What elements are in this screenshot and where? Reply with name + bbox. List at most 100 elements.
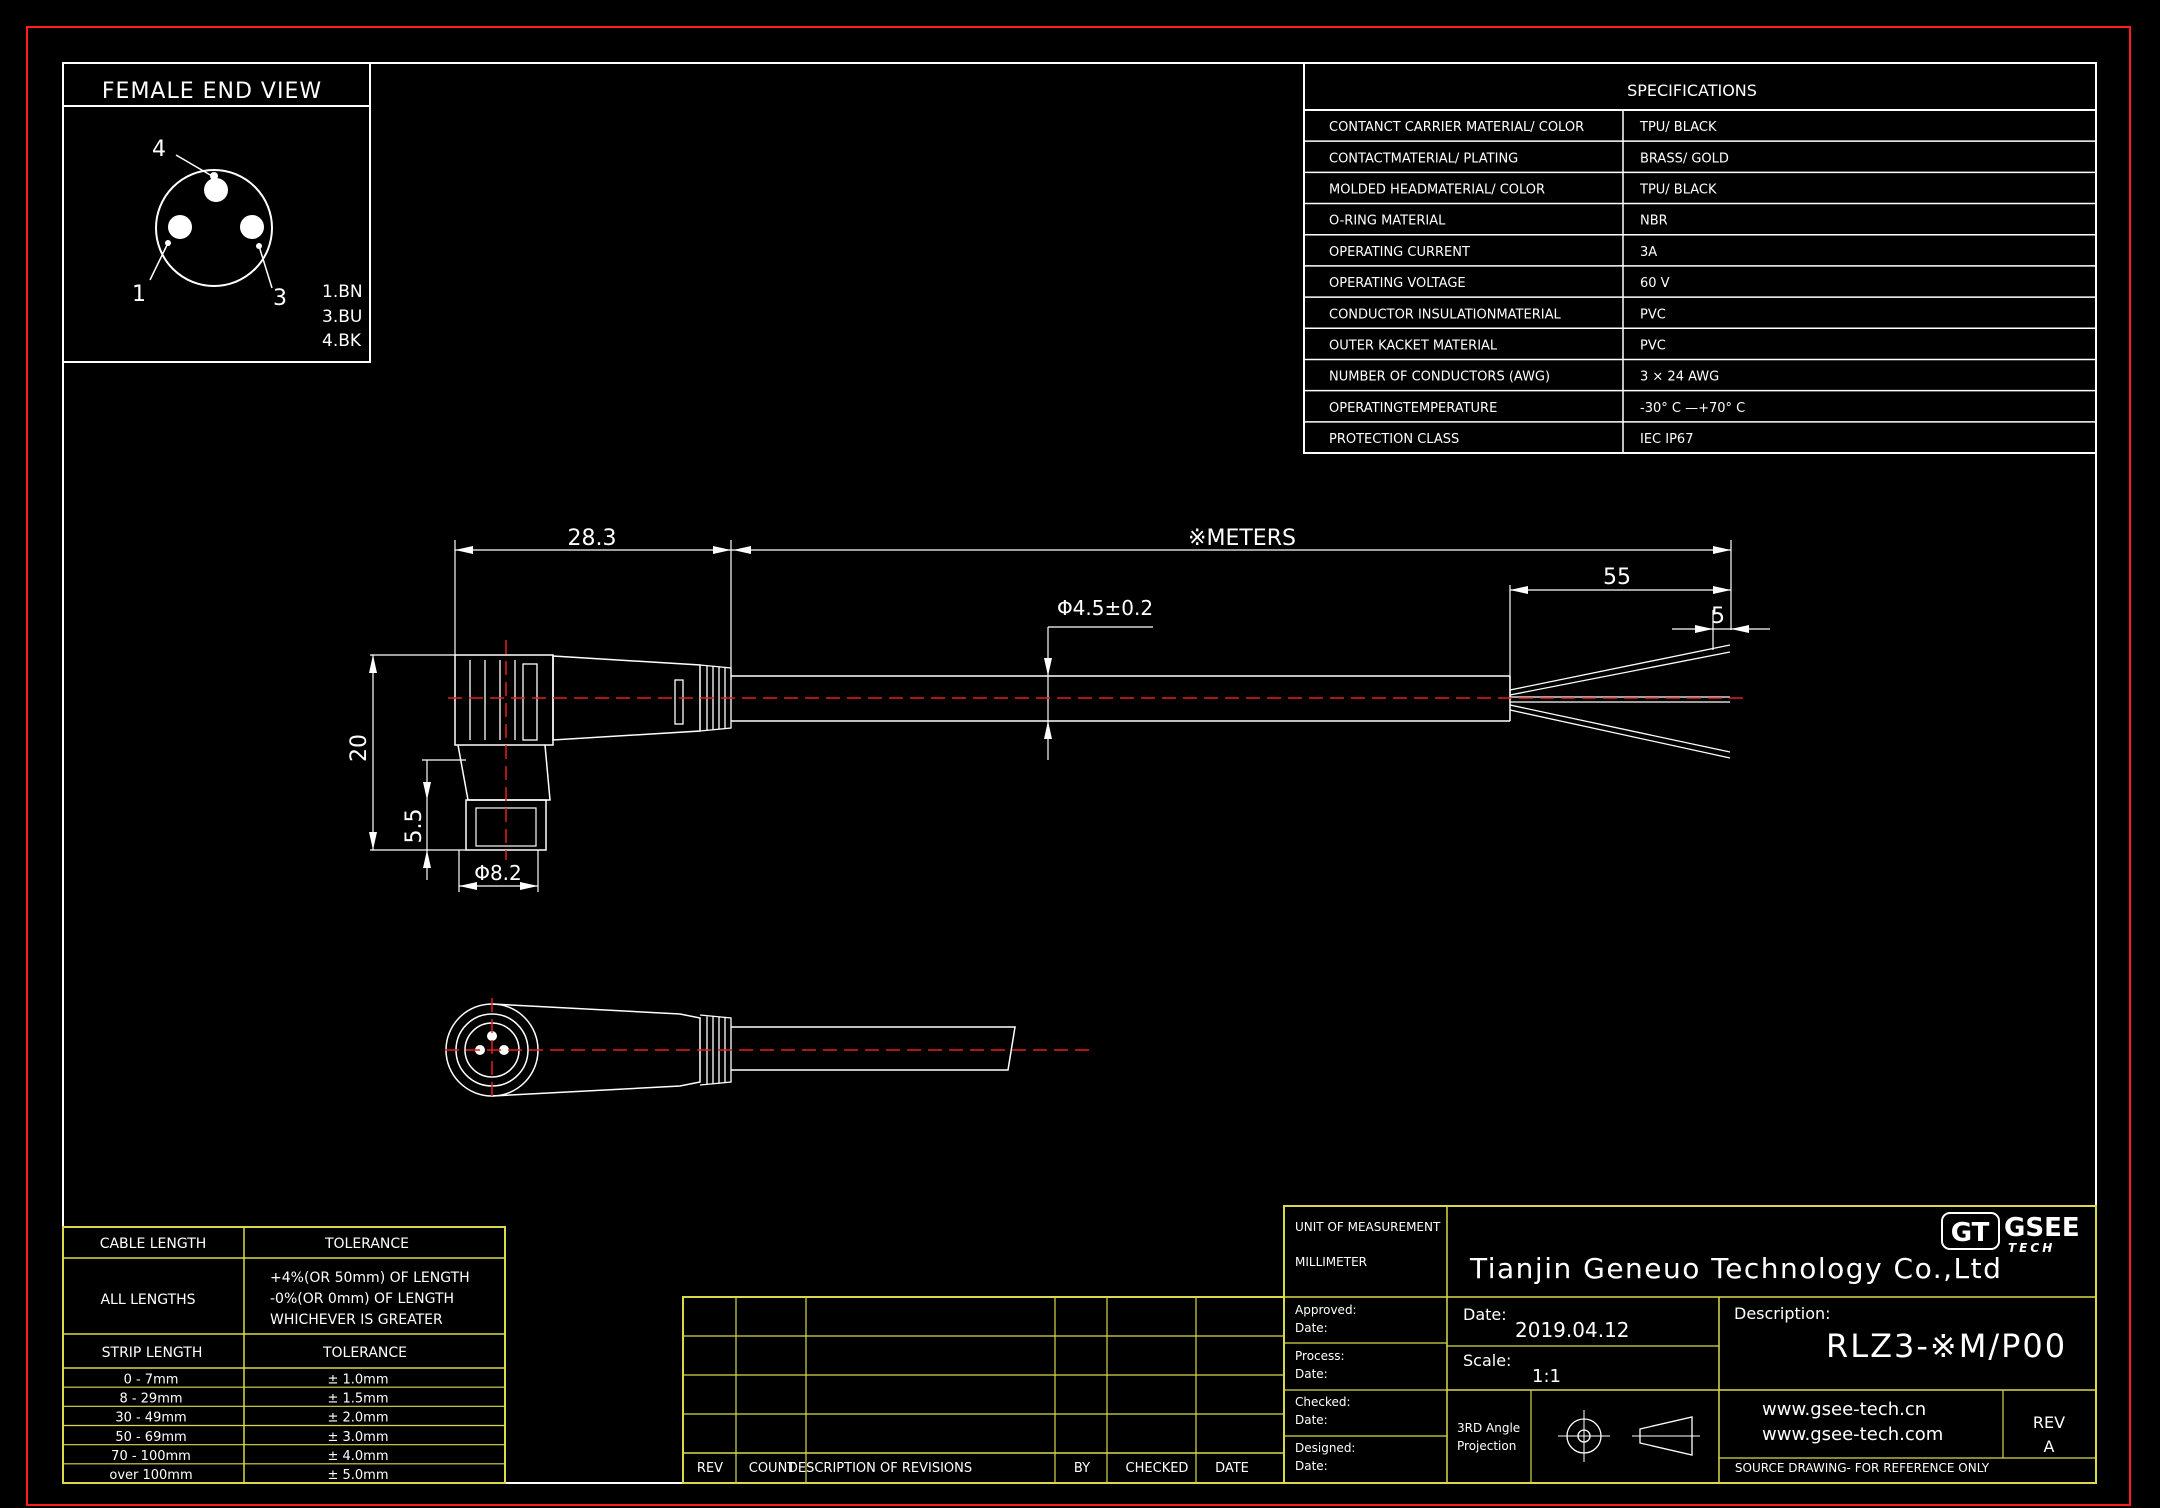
rev-header-description: DESCRIPTION OF REVISIONS xyxy=(788,1461,972,1476)
strip-tolerance-cell: ± 1.5mm xyxy=(327,1392,388,1407)
tol-all-lengths: ALL LENGTHS xyxy=(100,1292,195,1308)
pin-3 xyxy=(240,215,264,239)
rev-header-checked: CHECKED xyxy=(1126,1461,1189,1476)
pin-label-3: 3 xyxy=(273,286,287,311)
dim-head-length: 28.3 xyxy=(568,526,617,551)
approved-date: Date: xyxy=(1295,1321,1328,1335)
spec-label: CONDUCTOR INSULATIONMATERIAL xyxy=(1329,307,1561,322)
strip-length-cell: 50 - 69mm xyxy=(115,1430,186,1445)
pin-4 xyxy=(204,178,228,202)
spec-label: NUMBER OF CONDUCTORS (AWG) xyxy=(1329,370,1550,385)
spec-value: 3 × 24 AWG xyxy=(1640,370,1719,385)
projection-line-1: 3RD Angle xyxy=(1457,1421,1520,1435)
wire-lower xyxy=(1509,704,1731,759)
website-cn[interactable]: www.gsee-tech.cn xyxy=(1762,1399,1926,1420)
spec-label: OPERATING CURRENT xyxy=(1329,245,1470,260)
rev-header-rev: REV xyxy=(697,1461,723,1476)
spec-value: BRASS/ GOLD xyxy=(1640,151,1729,166)
strip-header-length: STRIP LENGTH xyxy=(102,1345,203,1361)
description-value: RLZ3-※M/P00 xyxy=(1826,1327,2067,1365)
spec-value: TPU/ BLACK xyxy=(1639,183,1717,198)
company-name: Tianjin Geneuo Technology Co.,Ltd xyxy=(1469,1252,2002,1285)
svg-text:TECH: TECH xyxy=(2008,1241,2055,1255)
spec-label: OUTER KACKET MATERIAL xyxy=(1329,338,1498,353)
wire-middle xyxy=(1510,696,1730,703)
strip-tolerance-cell: ± 2.0mm xyxy=(327,1411,388,1426)
spec-value: PVC xyxy=(1640,338,1666,353)
process-date: Date: xyxy=(1295,1367,1328,1381)
dim-strip-length: 55 xyxy=(1603,565,1631,590)
end-view-box xyxy=(62,62,371,363)
spec-value: 3A xyxy=(1640,245,1657,260)
outer-frame xyxy=(26,26,2131,1506)
strip-tolerance-cell: ± 5.0mm xyxy=(327,1468,388,1483)
dim-nut-diameter: Φ8.2 xyxy=(474,861,522,885)
side-view: 28.3 ※METERS 55 5 Φ4.5±0.2 xyxy=(347,526,1770,892)
process-label: Process: xyxy=(1295,1349,1345,1363)
female-end-view: FEMALE END VIEW 4 1 3 1.BN 3.BU 4.BK xyxy=(62,62,371,363)
dim-cable-diameter: Φ4.5±0.2 xyxy=(1057,596,1153,620)
strip-tolerance-cell: ± 3.0mm xyxy=(327,1430,388,1445)
specifications-title: SPECIFICATIONS xyxy=(1627,81,1757,100)
svg-text:GT: GT xyxy=(1951,1218,1990,1248)
strip-length-cell: 70 - 100mm xyxy=(111,1449,191,1464)
source-note: SOURCE DRAWING- FOR REFERENCE ONLY xyxy=(1735,1461,1990,1475)
spec-label: PROTECTION CLASS xyxy=(1329,432,1459,447)
coupling-nut xyxy=(454,654,554,746)
spec-label: OPERATINGTEMPERATURE xyxy=(1329,401,1497,416)
revision-table: REV COUNT DESCRIPTION OF REVISIONS BY CH… xyxy=(682,1296,1285,1484)
dim-head-height: 20 xyxy=(347,734,372,762)
keyway xyxy=(210,172,218,180)
strip-length-cell: 8 - 29mm xyxy=(119,1392,182,1407)
scale-value: 1:1 xyxy=(1532,1366,1561,1387)
wire-legend-1: 1.BN xyxy=(322,282,363,302)
projection-symbol xyxy=(1558,1410,1700,1462)
designed-date: Date: xyxy=(1295,1459,1328,1473)
tolerance-table: CABLE LENGTH TOLERANCE ALL LENGTHS +4%(O… xyxy=(62,1226,506,1484)
tol-all-line-1: +4%(OR 50mm) OF LENGTH xyxy=(270,1270,470,1286)
description-label: Description: xyxy=(1734,1304,1831,1323)
spec-value: PVC xyxy=(1640,307,1666,322)
designed-label: Designed: xyxy=(1295,1441,1355,1455)
strip-length-cell: 0 - 7mm xyxy=(124,1372,179,1387)
rev-header-by: BY xyxy=(1074,1461,1090,1476)
spec-label: O-RING MATERIAL xyxy=(1329,214,1446,229)
spec-label: CONTACTMATERIAL/ PLATING xyxy=(1329,151,1518,166)
specifications-table: SPECIFICATIONS CONTANCT CARRIER MATERIAL… xyxy=(1303,62,2097,454)
rev-label: REV xyxy=(2033,1413,2065,1432)
company-logo: GT GSEE TECH xyxy=(1941,1212,2080,1255)
tol-header-tolerance: TOLERANCE xyxy=(324,1236,409,1252)
spec-value: TPU/ BLACK xyxy=(1639,120,1717,135)
top-view xyxy=(445,998,1095,1102)
wire-legend-3: 4.BK xyxy=(322,331,362,351)
tol-all-line-3: WHICHEVER IS GREATER xyxy=(270,1312,443,1328)
spec-value: -30° C —+70° C xyxy=(1640,401,1745,416)
spec-label: CONTANCT CARRIER MATERIAL/ COLOR xyxy=(1329,120,1584,135)
checked-label: Checked: xyxy=(1295,1395,1351,1409)
wire-upper xyxy=(1509,644,1731,696)
spec-label: OPERATING VOLTAGE xyxy=(1329,276,1466,291)
unit-value: MILLIMETER xyxy=(1295,1255,1367,1269)
date-label: Date: xyxy=(1463,1305,1507,1324)
dim-conductor-strip: 5 xyxy=(1711,604,1725,629)
projection-line-2: Projection xyxy=(1457,1439,1516,1453)
spec-value: IEC IP67 xyxy=(1640,432,1693,447)
spec-value: NBR xyxy=(1640,214,1668,229)
rev-value: A xyxy=(2044,1437,2055,1456)
tol-all-line-2: -0%(OR 0mm) OF LENGTH xyxy=(270,1291,454,1307)
strip-tolerance-cell: ± 4.0mm xyxy=(327,1449,388,1464)
date-value: 2019.04.12 xyxy=(1515,1318,1630,1342)
title-block: UNIT OF MEASUREMENT MILLIMETER Tianjin G… xyxy=(1283,1205,2097,1484)
strip-tolerance-cell: ± 1.0mm xyxy=(327,1372,388,1387)
scale-label: Scale: xyxy=(1463,1351,1511,1370)
website-com[interactable]: www.gsee-tech.com xyxy=(1762,1424,1943,1445)
pin-1 xyxy=(168,215,192,239)
approved-label: Approved: xyxy=(1295,1303,1357,1317)
rev-header-date: DATE xyxy=(1215,1461,1249,1476)
dim-cable-length: ※METERS xyxy=(1188,526,1296,551)
spec-label: MOLDED HEADMATERIAL/ COLOR xyxy=(1329,183,1545,198)
wire-legend-2: 3.BU xyxy=(322,307,362,327)
pin-label-1: 1 xyxy=(132,282,146,307)
head-slot xyxy=(674,679,684,725)
